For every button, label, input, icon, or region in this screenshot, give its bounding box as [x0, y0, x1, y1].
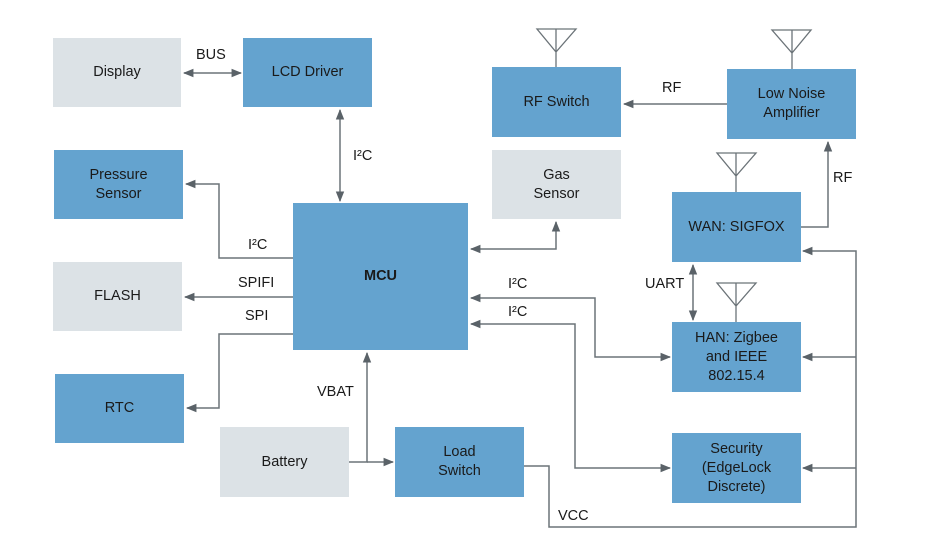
label-i2c-security: I²C [508, 304, 528, 320]
block-low-noise-amplifier-label: Low Noise Amplifier [757, 86, 826, 121]
block-battery: Battery [220, 427, 349, 497]
label-i2c-lcd: I²C [353, 148, 373, 164]
label-vbat: VBAT [317, 384, 354, 400]
block-rtc-label: RTC [104, 400, 135, 416]
block-wan-sigfox-label: WAN: SIGFOX [688, 218, 785, 235]
block-flash-label: FLASH [94, 288, 141, 304]
block-mcu: MCU [293, 203, 468, 350]
antenna-icon [770, 29, 813, 69]
block-rf-switch: RF Switch [492, 67, 621, 137]
block-display: Display [53, 38, 181, 107]
spi-connector [185, 333, 293, 413]
block-mcu-label: MCU [363, 268, 398, 284]
label-bus: BUS [196, 47, 226, 63]
block-lcd-driver-label: LCD Driver [271, 64, 344, 80]
block-lcd-driver: LCD Driver [243, 38, 372, 107]
block-pressure-sensor: Pressure Sensor [54, 150, 183, 219]
label-spi: SPI [245, 308, 269, 324]
vbat-connector [349, 351, 372, 463]
i2c-security-connector [469, 319, 672, 473]
block-gas-sensor-label: Gas Sensor [533, 166, 580, 202]
label-rf-wan-lna: RF [833, 170, 853, 186]
block-han-zigbee: HAN: Zigbee and IEEE 802.15.4 [672, 322, 801, 392]
vcc-connector [524, 246, 857, 528]
label-vcc: VCC [558, 508, 589, 524]
block-gas-sensor: Gas Sensor [492, 150, 621, 219]
antenna-icon [535, 28, 578, 67]
label-i2c-han: I²C [508, 276, 528, 292]
block-battery-label: Battery [261, 453, 308, 470]
block-han-zigbee-label: HAN: Zigbee and IEEE 802.15.4 [694, 329, 778, 384]
antenna-icon [715, 152, 758, 192]
gas-sensor-connector [469, 220, 561, 254]
block-load-switch-label: Load Switch [438, 444, 481, 479]
block-low-noise-amplifier: Low Noise Amplifier [727, 69, 856, 139]
block-wan-sigfox: WAN: SIGFOX [672, 192, 801, 262]
i2c-han-connector [469, 293, 672, 362]
block-security-label: Security (EdgeLock Discrete) [701, 440, 772, 495]
i2c-pressure-connector [184, 179, 293, 259]
block-rtc: RTC [55, 374, 184, 443]
block-flash: FLASH [53, 262, 182, 331]
antenna-icon [715, 282, 758, 322]
label-spifi: SPIFI [238, 275, 275, 291]
block-load-switch: Load Switch [395, 427, 524, 497]
label-rf-lna-switch: RF [662, 80, 682, 96]
label-i2c-pressure: I²C [248, 237, 268, 253]
block-security: Security (EdgeLock Discrete) [672, 433, 801, 503]
block-rf-switch-label: RF Switch [523, 93, 590, 110]
rf-wan-lna-connector [801, 140, 833, 228]
label-uart: UART [645, 276, 685, 292]
block-pressure-sensor-label: Pressure Sensor [89, 166, 148, 202]
block-display-label: Display [93, 64, 141, 80]
